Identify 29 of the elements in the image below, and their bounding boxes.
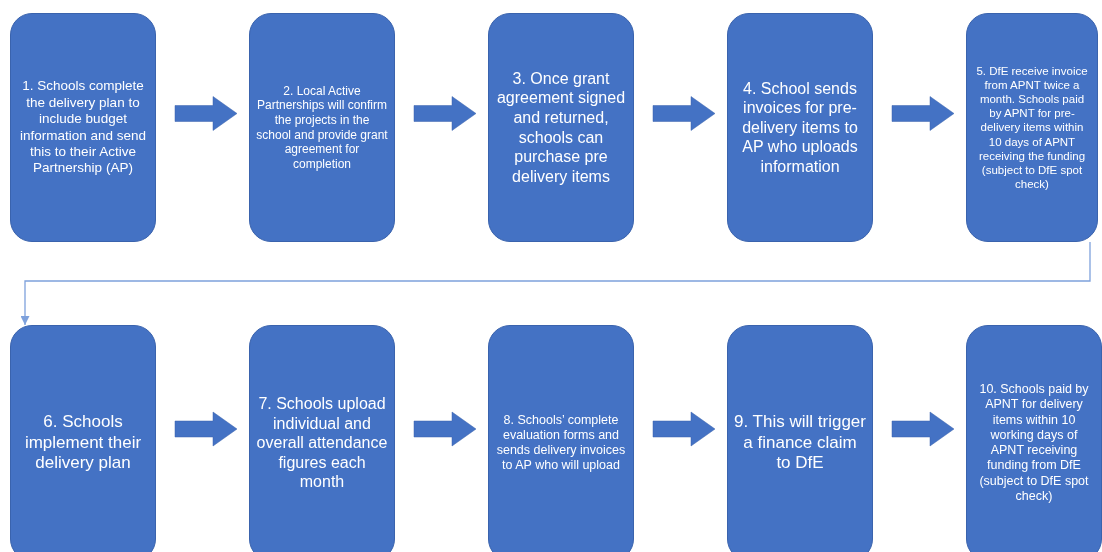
step-box (10, 13, 156, 242)
step-box (727, 13, 873, 242)
step-box (488, 325, 634, 552)
step-box (727, 325, 873, 552)
step-text: 2. Local Active Partnerships will confirm the projects in the school and provide grant agreement for completion (256, 83, 388, 172)
block-arrow (652, 96, 716, 131)
step-text: 8. Schools’ complete evaluation forms and sends delivery invoices to AP who will upload (495, 412, 627, 474)
step-text: 10. Schools paid by APNT for delivery items within 10 working days of APNT receiving funding from DfE (subject to DfE spot check) (978, 382, 1090, 504)
step-box (249, 325, 395, 552)
block-arrow (891, 411, 955, 447)
step-box (966, 13, 1098, 242)
block-arrow (891, 96, 955, 131)
block-arrow (652, 411, 716, 447)
step-text: 7. Schools upload individual and overall attendance figures each month (256, 394, 388, 492)
block-arrow (174, 411, 238, 447)
step-text: 1. Schools complete the delivery plan to include budget information and send this to their Active Partnership (AP) (18, 78, 148, 177)
connector-arrow (20, 241, 1091, 326)
step-text: 5. DfE receive invoice from APNT twice a month. Schools paid by APNT for pre-delivery items within 10 days of APNT receiving the funding (subject to DfE spot check) (975, 64, 1089, 191)
step-box (10, 325, 156, 552)
step-box (249, 13, 395, 242)
step-text: 4. School sends invoices for pre-delivery items to AP who uploads information (741, 78, 859, 177)
block-arrow (174, 96, 238, 131)
step-text: 9. This will trigger a finance claim to DfE (734, 411, 866, 475)
block-arrow (413, 411, 477, 447)
step-text: 6. Schools implement their delivery plan (23, 411, 143, 475)
step-box (966, 325, 1102, 552)
step-box (488, 13, 634, 242)
step-text: 3. Once grant agreement signed and returned, schools can purchase pre delivery items (495, 68, 627, 187)
block-arrow (413, 96, 477, 131)
